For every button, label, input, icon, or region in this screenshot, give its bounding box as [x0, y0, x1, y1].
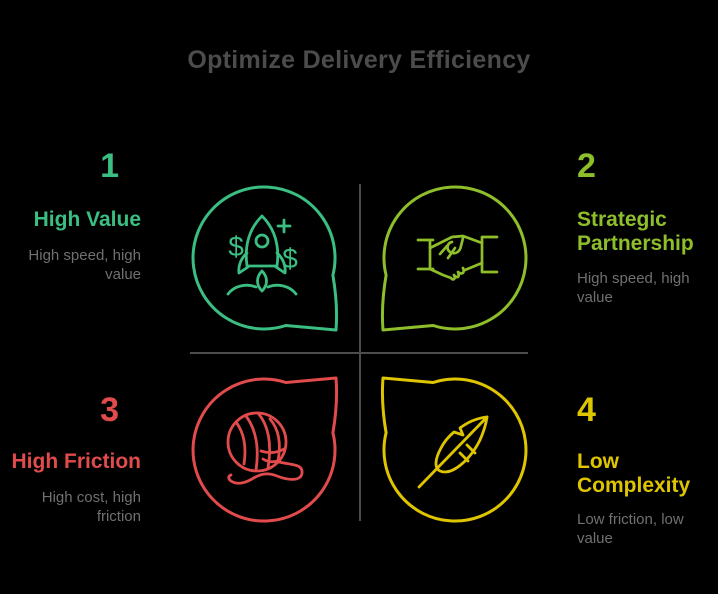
speech-bubble-outline	[380, 376, 528, 523]
speech-bubble-outline	[380, 185, 528, 332]
quadrant-3-number: 3	[100, 391, 119, 429]
quadrant-3-description: High cost, high friction	[41, 489, 141, 525]
handshake-icon	[416, 234, 499, 281]
feather-speech-bubble-icon	[380, 376, 528, 523]
dollar-sign-icon: $	[228, 231, 244, 262]
horizontal-divider	[190, 352, 528, 354]
quadrant-4-number: 4	[577, 391, 596, 429]
quadrant-1-number: 1	[100, 147, 119, 185]
quadrant-1-label: High Value	[33, 208, 141, 231]
quadrant-4-label: Low Complexity	[577, 450, 691, 497]
quadrant-3-label: High Friction	[11, 450, 142, 473]
yarn-ball-speech-bubble-icon	[191, 376, 339, 523]
quadrant-2-description: High speed, high value	[577, 270, 690, 306]
yarn-ball-icon	[226, 411, 304, 485]
quadrant-2-label: Strategic Partnership	[577, 208, 694, 255]
quadrant-1-description: High speed, high value	[28, 247, 141, 283]
speech-bubble-outline	[191, 185, 339, 332]
speech-bubble-outline	[191, 376, 339, 523]
quadrant-4-description: Low friction, low value	[577, 511, 684, 547]
rocket-speech-bubble-icon: $ $	[191, 185, 339, 332]
dollar-sign-icon: $	[282, 243, 298, 274]
quadrant-1-text-block: 1 High Value High speed, high value	[1, 148, 141, 358]
quadrant-2-number: 2	[577, 147, 596, 185]
rocket-icon	[226, 214, 298, 296]
plus-icon	[276, 218, 292, 234]
diagram-title: Optimize Delivery Efficiency	[187, 46, 531, 74]
quadrant-4-text-block: 4 Low Complexity Low friction, low value	[577, 392, 717, 594]
quadrant-2-text-block: 2 Strategic Partnership High speed, high…	[577, 148, 717, 358]
handshake-speech-bubble-icon	[380, 185, 528, 332]
feather-icon	[417, 415, 489, 489]
quadrant-3-text-block: 3 High Friction High cost, high friction	[1, 391, 142, 594]
